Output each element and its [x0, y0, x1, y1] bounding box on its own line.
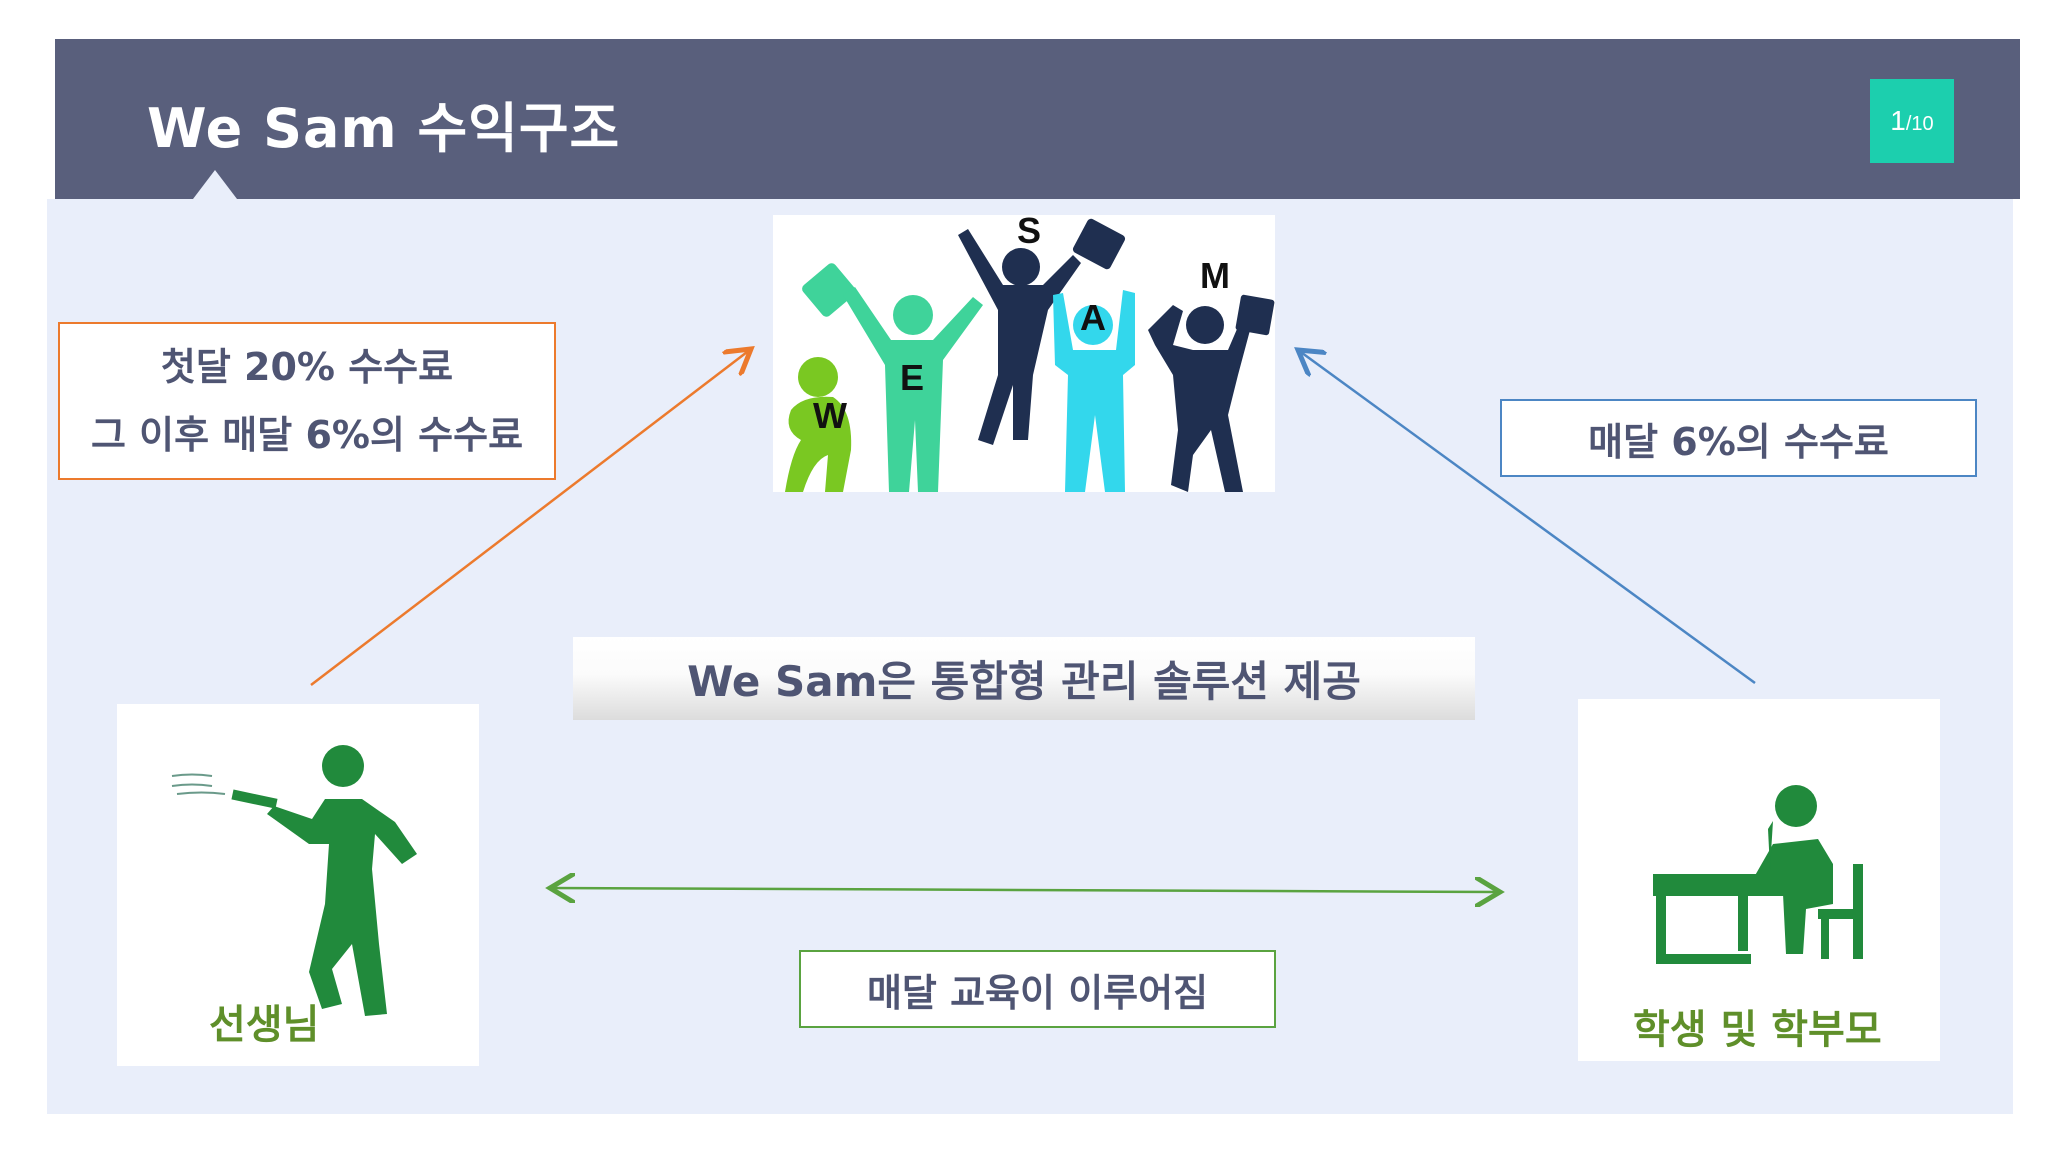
teacher-label: 선생님: [209, 1002, 320, 1048]
first-month-fee-text: 첫달 20% 수수료: [160, 345, 454, 389]
teacher-icon: [171, 745, 417, 1016]
team-illustration-icon: S M A E W: [785, 210, 1275, 492]
wesam-team-image: S M A E W: [773, 210, 1275, 492]
slide-title: We Sam 수익구조: [147, 97, 621, 160]
fee-arrow-blue: [1298, 350, 1756, 685]
person-w-icon: [785, 357, 852, 492]
student-desk-icon: [1653, 785, 1863, 964]
team-letter-w: W: [813, 395, 847, 436]
page-current: 1: [1890, 105, 1906, 136]
teacher-card: 선생님: [117, 704, 479, 1066]
header-overlay: We Sam 수익구조 1 /10: [55, 39, 2020, 199]
page-total: /10: [1905, 112, 1934, 135]
header-pointer: [193, 170, 237, 199]
monthly-fee-text: 매달 6%의 수수료: [1588, 419, 1889, 464]
team-letter-e: E: [900, 357, 924, 398]
first-month-fee-box: 첫달 20% 수수료 그 이후 매달 6%의 수수료: [58, 322, 556, 480]
team-letter-s: S: [1017, 215, 1041, 251]
fee-arrow-orange: [310, 349, 751, 686]
solution-text: We Sam은 통합형 관리 솔루션 제공: [687, 657, 1361, 706]
team-letter-m: M: [1200, 255, 1230, 296]
student-parent-label: 학생 및 학부모: [1633, 1007, 1882, 1053]
person-m-icon: [1148, 294, 1275, 492]
monthly-fee-box: 매달 6%의 수수료: [1500, 399, 1977, 477]
monthly-education-text: 매달 교육이 이루어짐: [866, 970, 1209, 1015]
page-number-badge: 1 /10: [1870, 79, 1954, 163]
header-bar: [55, 39, 2020, 199]
student-parent-card: 학생 및 학부모: [1578, 699, 1940, 1061]
monthly-education-box: 매달 교육이 이루어짐: [799, 950, 1276, 1028]
person-e-icon: [802, 263, 983, 492]
team-letter-a: A: [1080, 297, 1106, 338]
education-arrow: [550, 888, 1500, 892]
person-a-icon: [1053, 290, 1135, 492]
person-s-icon: [958, 218, 1126, 445]
solution-banner: We Sam은 통합형 관리 솔루션 제공: [573, 637, 1475, 720]
after-fee-text: 그 이후 매달 6%의 수수료: [90, 413, 524, 457]
